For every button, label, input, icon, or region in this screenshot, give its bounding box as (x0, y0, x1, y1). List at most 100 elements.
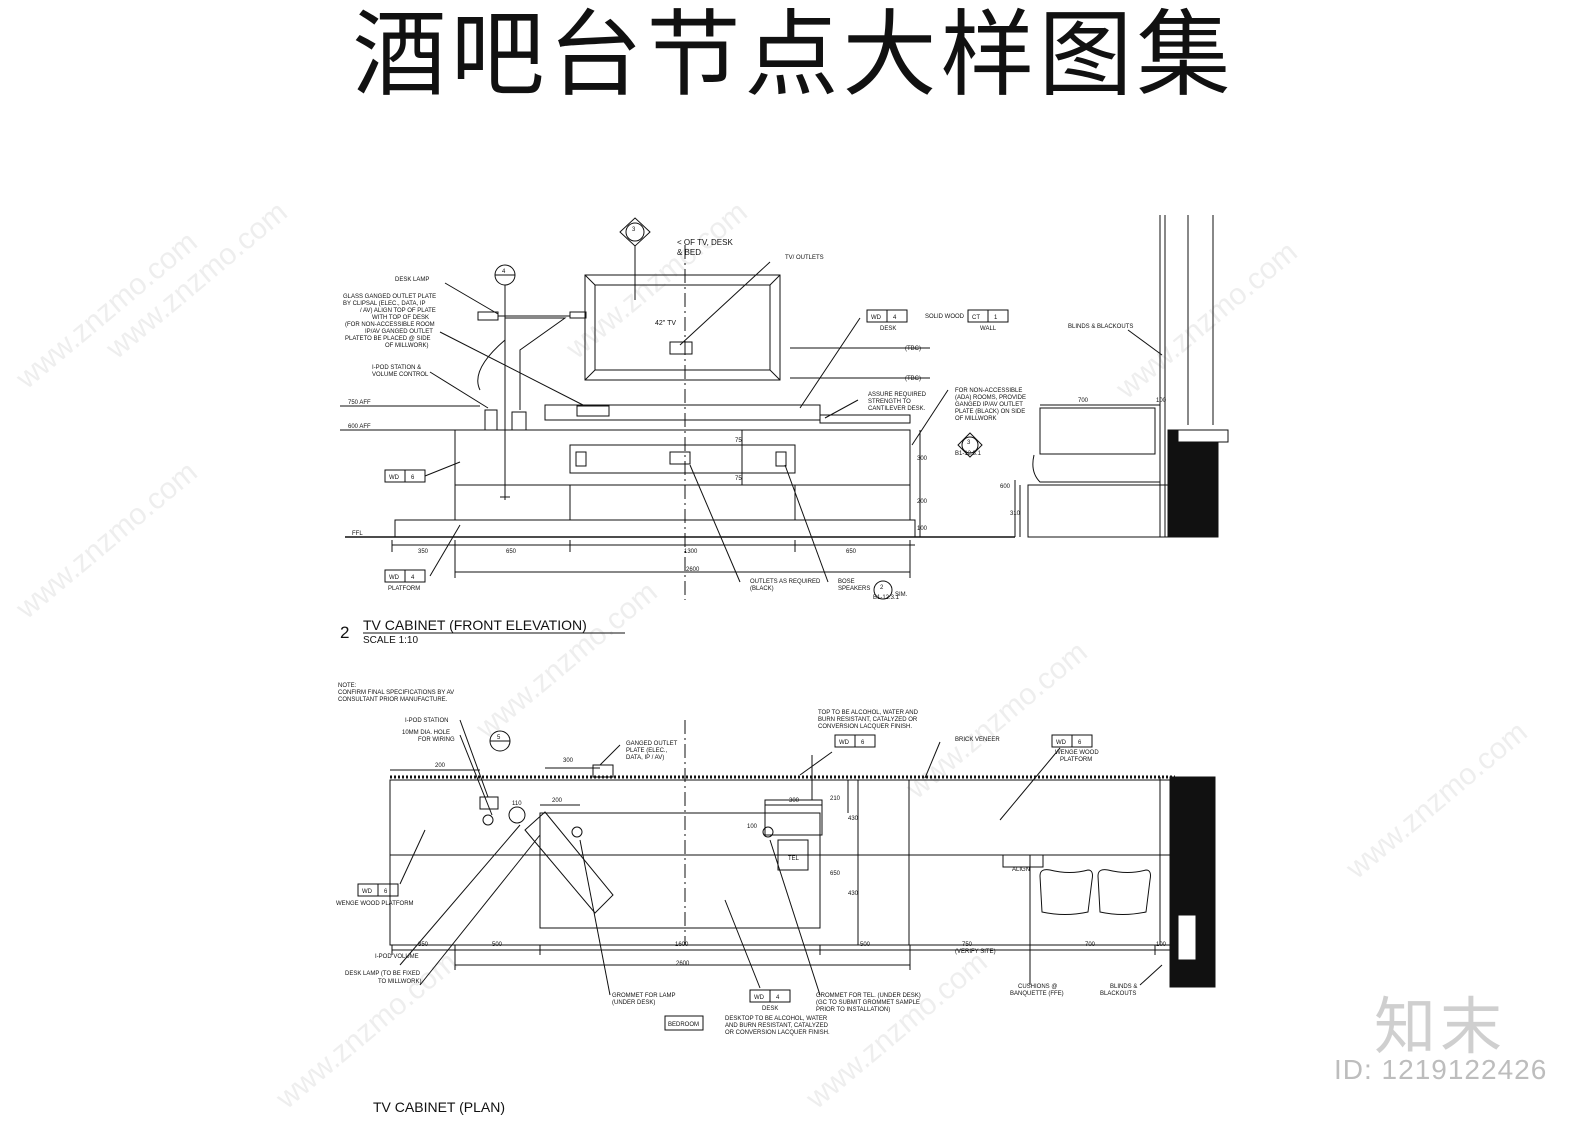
note-line: PLATE (ELEC., (626, 748, 668, 754)
ref-label: B1-12.3.1 (955, 451, 982, 457)
note-line: OR CONVERSION LACQUER FINISH. (725, 1030, 830, 1036)
tag-ct: CT (972, 315, 980, 321)
dim-label: 650 (506, 549, 517, 555)
bubble-num: 5 (497, 735, 501, 741)
dim-label: 100 (917, 526, 928, 532)
note-line: TEL (788, 856, 800, 862)
note-line: WENGE WOOD (1055, 750, 1099, 756)
note-line: (ADA) ROOMS, PROVIDE (955, 395, 1026, 401)
note-line: (TBC) (905, 346, 921, 352)
note-line: WENGE WOOD PLATFORM (336, 901, 414, 907)
note-line: PLATETO BE PLACED @ SIDE (345, 336, 431, 342)
dim-label: 430 (848, 816, 859, 822)
tag-num: 1 (994, 315, 998, 321)
dim-label: 200 (435, 763, 446, 769)
note-line: BRICK VENEER (955, 737, 1000, 743)
tag-num: 6 (384, 889, 388, 895)
note-line: (UNDER DESK) (612, 1000, 655, 1006)
note-line: GLASS GANGED OUTLET PLATE (343, 294, 436, 300)
note-line: NOTE: (338, 683, 357, 689)
note-line: CONVERSION LACQUER FINISH. (818, 724, 912, 730)
dim-label: 1300 (684, 549, 698, 555)
note-line: (GC TO SUBMIT GROMMET SAMPLE (816, 1000, 920, 1006)
level-label: FFL (352, 531, 363, 537)
dim-label: 430 (848, 891, 859, 897)
dim-label: 600 (1000, 484, 1011, 490)
note-line: OUTLETS AS REQUIRED (750, 579, 821, 585)
tag-wd: WD (839, 740, 850, 746)
note-line: CONSULTANT PRIOR MANUFACTURE. (338, 697, 448, 703)
ref-label: B1-12.3.1 (873, 595, 900, 601)
note-line: TOP TO BE ALCOHOL, WATER AND (818, 710, 919, 716)
note-line: TV/ OUTLETS (785, 255, 824, 261)
note-line: STRENGTH TO (868, 399, 911, 405)
dim-label: 2600 (686, 567, 700, 573)
note-line: BURN RESISTANT, CATALYZED OR (818, 717, 918, 723)
note-line: I-POD VOLUME (375, 954, 419, 960)
centerline-label: & BED (677, 248, 701, 257)
note-line: VOLUME CONTROL (372, 372, 429, 378)
note-line: WALL (980, 326, 997, 332)
note-line: DESK (762, 1006, 778, 1012)
note-line: CANTILEVER DESK. (868, 406, 926, 412)
note-line: BLINDS & (1110, 984, 1137, 990)
tag-wd: WD (1056, 740, 1067, 746)
dim-label: 1600 (675, 942, 689, 948)
note-line: AND BURN RESISTANT, CATALYZED (725, 1023, 829, 1029)
note-line: PLATE (BLACK) ON SIDE (955, 409, 1025, 415)
tag-wd: WD (362, 889, 373, 895)
note-line: BLINDS & BLACKOUTS (1068, 324, 1133, 330)
dim-label: 2600 (676, 961, 690, 967)
note-line: OF MILLWORK (955, 416, 997, 422)
note-line: ASSURE REQUIRED (868, 392, 927, 398)
dim-label: 75 (735, 438, 742, 444)
note-line: (BLACK) (750, 586, 774, 592)
bubble-num: 3 (967, 440, 971, 446)
note-line: TO MILLWORK) (378, 979, 421, 985)
plan-title: TV CABINET (PLAN) (373, 1099, 505, 1115)
dim-label: 110 (512, 801, 522, 807)
note-line: DESK LAMP (TO BE FIXED (345, 971, 421, 977)
dim-label: 500 (860, 942, 871, 948)
tag-wd: WD (754, 995, 765, 1001)
note-line: SOLID WOOD (925, 314, 965, 320)
note-line: GANGED OUTLET (626, 741, 678, 747)
note-line: FOR NON-ACCESSIBLE (955, 388, 1022, 394)
elevation-scale: SCALE 1:10 (363, 635, 418, 646)
tag-num: 4 (893, 315, 897, 321)
note-line: WITH TOP OF DESK (372, 315, 429, 321)
dim-label: 650 (846, 549, 857, 555)
note-line: DATA, IP / AV) (626, 755, 664, 761)
note-line: BANQUETTE (FFE) (1010, 991, 1064, 997)
dim-label: 350 (418, 942, 429, 948)
label-desk-lamp: DESK LAMP (395, 277, 429, 283)
centerline-label: < OF TV, DESK (677, 238, 733, 247)
tag-wd: WD (389, 475, 400, 481)
note-line: BY CLIPSAL (ELEC., DATA, IP (343, 301, 425, 307)
elevation-number: 2 (340, 623, 349, 642)
note-line: I-POD STATION (405, 718, 448, 724)
note-line: SIM. (895, 592, 908, 598)
tag-num: 4 (411, 575, 415, 581)
bubble-num: 2 (880, 585, 884, 591)
note-line: IP/AV GANGED OUTLET (365, 329, 433, 335)
room-label: BEDROOM (668, 1022, 699, 1028)
note-line: PLATFORM (1060, 757, 1092, 763)
dim-label: 100 (747, 824, 758, 830)
dim-label: 300 (563, 758, 574, 764)
note-line: ALIGN (1012, 867, 1030, 873)
note-line: PRIOR TO INSTALLATION) (816, 1007, 890, 1013)
dim-label: 100 (1156, 942, 1167, 948)
note-line: DESK (880, 326, 896, 332)
tag-wd: WD (389, 575, 400, 581)
tag-num: 4 (776, 995, 780, 1001)
dim-label: 75 (735, 476, 742, 482)
note-line: SPEAKERS (838, 586, 870, 592)
dim-label: 350 (418, 549, 429, 555)
note-line: GROMMET FOR TEL. (UNDER DESK) (816, 993, 921, 999)
note-line: / AV) ALIGN TOP OF PLATE (360, 308, 436, 314)
dim-label: 210 (830, 796, 841, 802)
note-line: I-POD STATION & (372, 365, 421, 371)
note-line: CUSHIONS @ (1018, 984, 1057, 990)
